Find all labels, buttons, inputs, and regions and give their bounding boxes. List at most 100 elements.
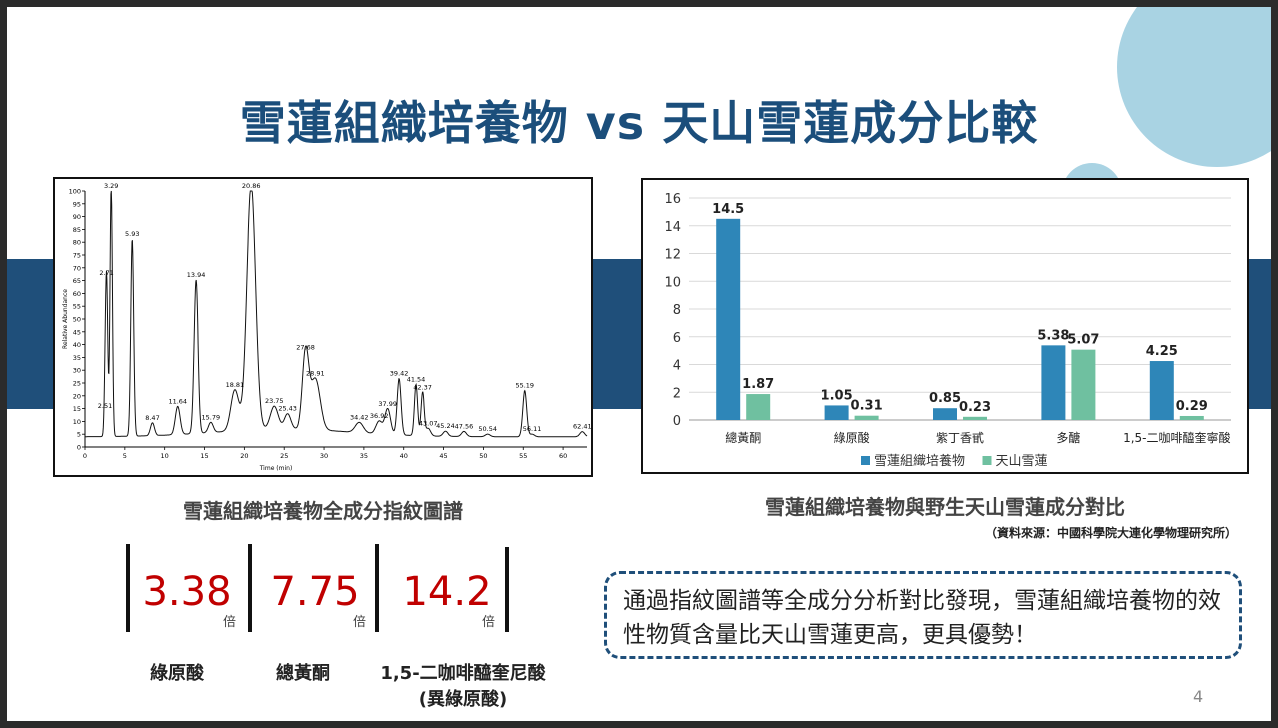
- stat-unit: 倍: [482, 615, 496, 630]
- y-tick-label: 0: [673, 414, 681, 429]
- peak-label: 3.29: [104, 182, 118, 190]
- y-tick-label: 60: [73, 290, 81, 298]
- y-tick-label: 0: [77, 444, 81, 452]
- peak-label: 8.47: [145, 414, 159, 422]
- bar: [854, 415, 879, 420]
- y-tick-label: 40: [73, 341, 81, 349]
- peak-label: 13.94: [187, 271, 206, 279]
- peak-label: 18.81: [226, 381, 245, 389]
- y-tick-label: 90: [73, 213, 81, 221]
- bar-chart-svg: 024681012141614.51.87總黃酮1.050.31綠原酸0.850…: [664, 192, 1231, 469]
- y-tick-label: 25: [73, 380, 81, 388]
- chromatogram-caption: 雪蓮組織培養物全成分指紋圖譜: [183, 499, 463, 523]
- y-tick-label: 4: [673, 359, 681, 374]
- x-tick-label: 55: [519, 452, 527, 460]
- peak-label: 11.64: [168, 397, 187, 405]
- x-axis-title: Time (min): [259, 465, 293, 472]
- y-tick-label: 8: [673, 303, 681, 318]
- peak-label: 62.41: [573, 423, 591, 431]
- y-tick-label: 35: [73, 354, 81, 362]
- x-tick-label: 45: [439, 452, 447, 460]
- legend-swatch: [861, 456, 870, 465]
- data-label: 5.07: [1067, 333, 1099, 348]
- stat-divider: [126, 544, 130, 632]
- y-tick-label: 65: [73, 277, 81, 285]
- y-tick-label: 80: [73, 239, 81, 247]
- source-note: （資料來源：中國科學院大連化學物理研究所）: [984, 526, 1237, 540]
- x-tick-label: 30: [320, 452, 328, 460]
- y-tick-label: 55: [73, 303, 81, 311]
- x-tick-label: 50: [479, 452, 487, 460]
- data-label: 0.85: [929, 391, 961, 406]
- bar: [746, 394, 771, 420]
- y-tick-label: 12: [664, 248, 681, 263]
- x-tick-label: 10: [161, 452, 169, 460]
- peak-label: 25.43: [278, 405, 297, 413]
- conclusion-note: 通過指紋圖譜等全成分分析對比發現，雪蓮組織培養物的效性物質含量比天山雪蓮更高，更…: [604, 571, 1242, 659]
- x-tick-label: 40: [400, 452, 408, 460]
- y-tick-label: 75: [73, 252, 81, 260]
- chromatogram-trace: [85, 190, 588, 438]
- data-label: 14.5: [712, 202, 744, 217]
- data-label: 0.29: [1176, 399, 1208, 414]
- peak-label: 28.91: [306, 370, 325, 378]
- bar: [716, 218, 741, 420]
- y-tick-label: 10: [73, 418, 81, 426]
- peak-label: 50.54: [478, 425, 497, 433]
- chromatogram-svg: 0510152025303540455055606570758085909510…: [62, 182, 592, 472]
- peak-label: 41.54: [407, 375, 426, 383]
- data-label: 0.23: [959, 400, 991, 415]
- y-tick-label: 50: [73, 316, 81, 324]
- x-tick-label: 0: [83, 452, 87, 460]
- stat-label-dicaffeoylquinic: 1,5-二咖啡醯奎尼酸: [380, 663, 546, 684]
- legend-swatch: [982, 456, 992, 465]
- stat-divider: [505, 547, 509, 632]
- x-tick-label: 20: [240, 452, 248, 460]
- peak-label: 2.71: [99, 269, 113, 277]
- peak-label: 2.51: [98, 402, 112, 410]
- bar: [933, 408, 957, 420]
- y-tick-label: 10: [664, 275, 681, 290]
- peak-label: 27.68: [296, 344, 315, 352]
- slide-title: 雪蓮組織培養物 vs 天山雪蓮成分比較: [239, 96, 1039, 150]
- x-tick-label: 60: [559, 452, 567, 460]
- data-label: 1.87: [742, 377, 774, 392]
- y-tick-label: 45: [73, 328, 81, 336]
- x-tick-label: 綠原酸: [834, 430, 870, 445]
- bar: [824, 405, 849, 420]
- y-tick-label: 30: [73, 367, 81, 375]
- x-tick-label: 5: [123, 452, 127, 460]
- x-tick-label: 紫丁香甙: [936, 430, 984, 445]
- stat-divider: [375, 544, 379, 632]
- data-label: 0.31: [851, 399, 883, 414]
- peak-label: 47.56: [455, 422, 474, 430]
- peak-label: 45.24: [436, 422, 455, 430]
- stat-value-chlorogenic: 3.38: [142, 569, 232, 615]
- peak-label: 20.86: [242, 182, 261, 190]
- peak-label: 37.99: [378, 400, 397, 408]
- data-label: 1.05: [821, 388, 853, 403]
- legend-label: 雪蓮組織培養物: [874, 453, 965, 469]
- stat-unit: 倍: [353, 615, 367, 630]
- stat-sublabel-isochlorogenic: (異綠原酸): [418, 689, 508, 710]
- peak-label: 43.07: [419, 419, 438, 427]
- bar: [1149, 361, 1174, 420]
- y-tick-label: 15: [73, 405, 81, 413]
- x-tick-label: 15: [200, 452, 208, 460]
- page-number: 4: [1193, 687, 1204, 706]
- data-label: 4.25: [1146, 344, 1178, 359]
- x-tick-label: 1,5-二咖啡醯奎寧酸: [1123, 430, 1230, 445]
- x-tick-label: 多醣: [1056, 430, 1080, 445]
- y-tick-label: 85: [73, 226, 81, 234]
- y-tick-label: 16: [664, 192, 681, 207]
- y-tick-label: 100: [69, 188, 81, 196]
- peak-label: 5.93: [125, 230, 139, 238]
- data-label: 5.38: [1037, 328, 1069, 343]
- peak-label: 56.11: [523, 425, 542, 433]
- peak-label: 36.92: [370, 412, 389, 420]
- stat-unit: 倍: [223, 615, 237, 630]
- legend-label: 天山雪蓮: [996, 454, 1048, 469]
- bar: [1041, 345, 1066, 420]
- bar: [1071, 349, 1096, 420]
